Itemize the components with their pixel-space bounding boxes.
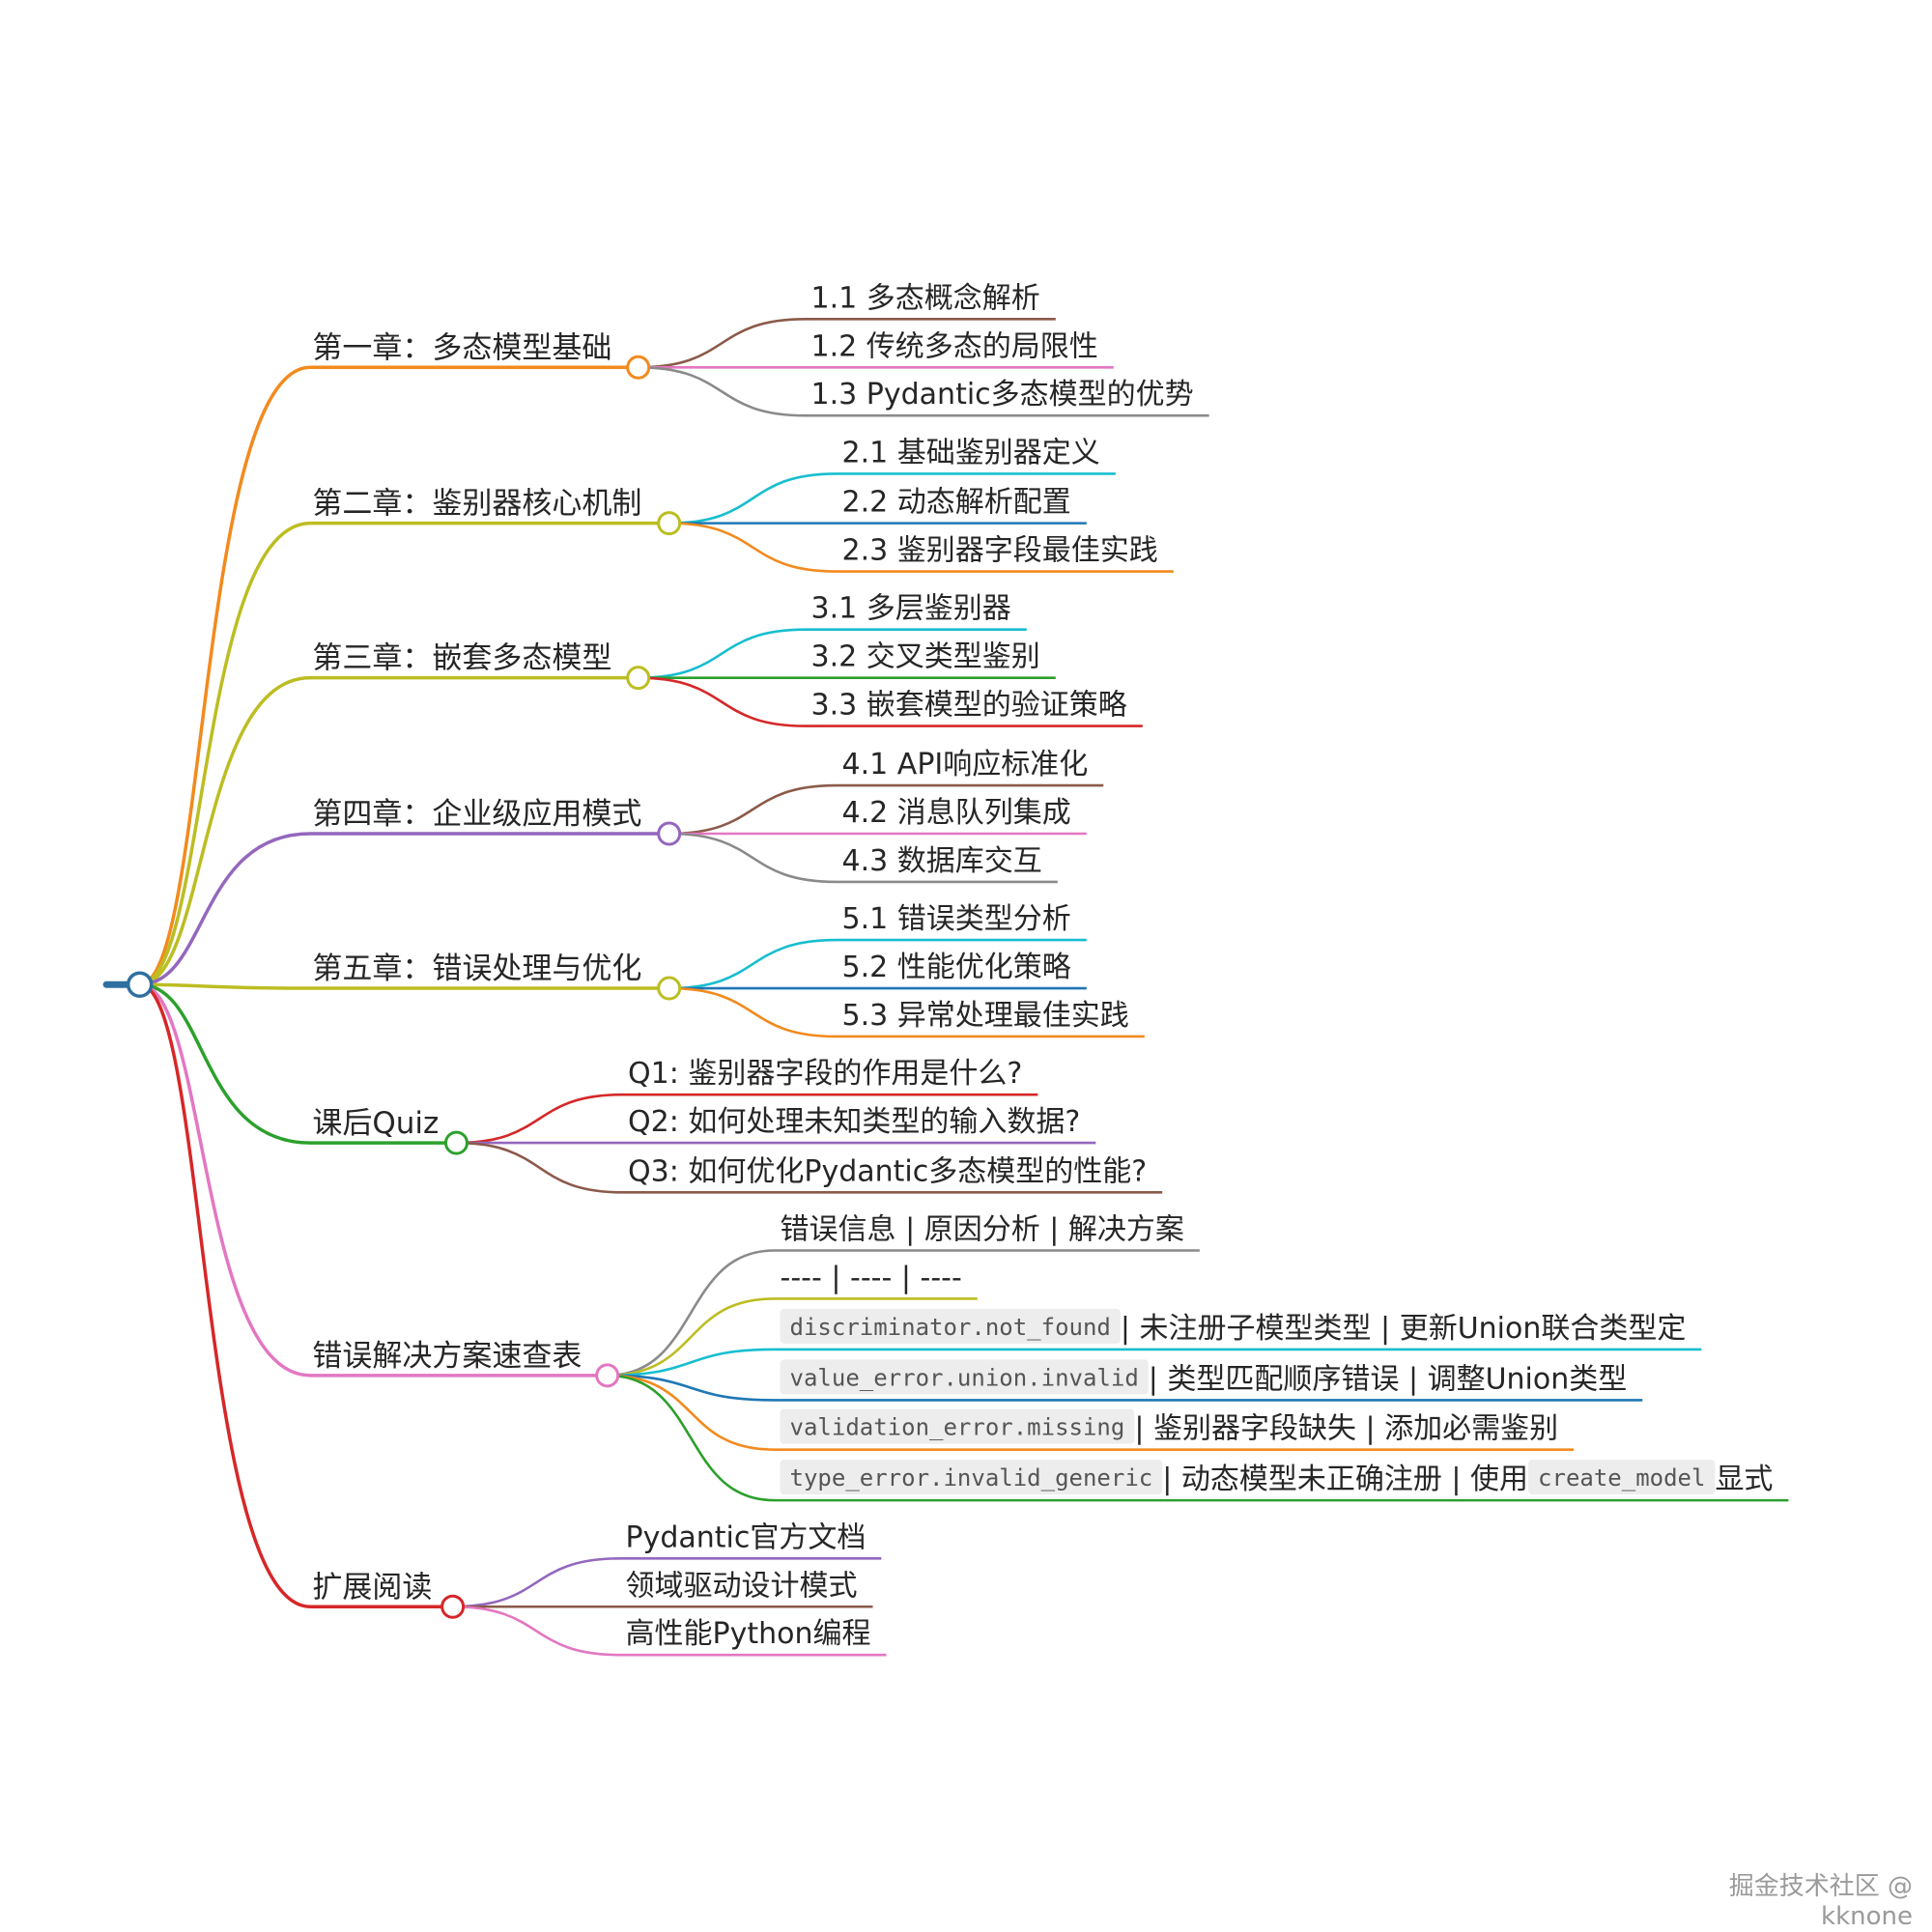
leaf-label: ---- | ---- | ----	[781, 1261, 962, 1294]
leaf-label: | 鉴别器字段缺失 | 添加必需鉴别	[1134, 1412, 1558, 1446]
leaf-connector	[668, 986, 1145, 1038]
leaf-label: Q3: 如何优化Pydantic多态模型的性能?	[628, 1154, 1147, 1188]
leaf-label: 4.1 API响应标准化	[842, 748, 1089, 781]
leaf-connector	[638, 676, 1143, 727]
code-chip	[780, 1408, 1135, 1444]
leaf-connector	[456, 1093, 1038, 1145]
branch-label: 错误解决方案速查表	[312, 1339, 582, 1374]
branch-node	[440, 1594, 466, 1619]
branch-connector	[139, 521, 669, 986]
branch-connector	[139, 982, 669, 990]
branch-node	[626, 666, 651, 691]
leaf-connector	[638, 365, 1209, 417]
leaf-label: 3.3 嵌套模型的验证策略	[811, 689, 1127, 723]
leaf-label: 2.2 动态解析配置	[842, 486, 1071, 520]
leaf-label: 1.2 传统多态的局限性	[811, 329, 1098, 363]
leaf-label: 领域驱动设计模式	[625, 1569, 857, 1603]
leaf-label: 2.3 鉴别器字段最佳实践	[842, 534, 1158, 568]
leaf-label: 5.3 异常处理最佳实践	[842, 999, 1129, 1033]
leaf-label: Q2: 如何处理未知类型的输入数据?	[628, 1105, 1080, 1139]
leaf-label: 3.2 交叉类型鉴别	[811, 640, 1040, 674]
branch-connector	[139, 365, 639, 986]
branch-connector	[139, 982, 453, 1608]
code-chip	[780, 1359, 1149, 1395]
branch-label: 扩展阅读	[312, 1570, 432, 1605]
leaf-connector	[607, 1348, 1702, 1378]
leaf-connector	[668, 783, 1104, 836]
branch-connector	[139, 675, 639, 986]
branch-label: 第三章：嵌套多态模型	[312, 641, 611, 676]
branch-label: 第二章：鉴别器核心机制	[312, 487, 641, 522]
leaf-connector	[638, 318, 1056, 369]
code-text: create_model	[1538, 1464, 1705, 1492]
code-chip	[780, 1460, 1163, 1495]
branch-label: 第五章：错误处理与优化	[312, 952, 641, 986]
leaf-label: 3.1 多层鉴别器	[811, 592, 1011, 626]
leaf-connector	[668, 472, 1116, 525]
leaf-label: 高性能Python编程	[625, 1617, 870, 1651]
node-layer	[126, 355, 682, 1619]
code-text: discriminator.not_found	[790, 1314, 1111, 1341]
leaf-label: | 动态模型未正确注册 | 使用	[1162, 1463, 1528, 1496]
leaf-label: 5.2 性能优化策略	[842, 951, 1071, 984]
branch-node	[657, 976, 682, 1001]
code-text: validation_error.missing	[790, 1414, 1125, 1441]
leaf-label: Pydantic官方文档	[625, 1520, 866, 1554]
root-node	[126, 971, 154, 998]
leaf-label: 1.1 多态概念解析	[811, 281, 1040, 315]
leaf-connector	[607, 1374, 1575, 1451]
branch-node	[626, 355, 651, 380]
label-layer: 第一章：多态模型基础 1.1 多态概念解析 1.2 传统多态的局限性 1.3 Pyda…	[312, 281, 1773, 1651]
leaf-connector	[456, 1141, 1163, 1194]
leaf-connector	[607, 1374, 1643, 1402]
leaf-connector	[607, 1374, 1789, 1502]
leaf-connector	[607, 1297, 978, 1378]
code-chip	[1528, 1460, 1716, 1495]
branch-node	[657, 511, 682, 536]
connector-layer	[102, 318, 1789, 1657]
leaf-label: 4.2 消息队列集成	[842, 796, 1071, 830]
branch-label: 第四章：企业级应用模式	[312, 797, 641, 832]
branch-node	[443, 1130, 469, 1155]
watermark: 掘金技术社区 @ kknone	[1728, 1872, 1913, 1931]
branch-node	[595, 1363, 620, 1388]
branch-label: 第一章：多态模型基础	[312, 330, 611, 365]
leaf-connector	[668, 938, 1087, 990]
leaf-label: 1.3 Pydantic多态模型的优势	[811, 378, 1194, 412]
leaf-label: 4.3 数据库交互	[842, 844, 1042, 878]
code-text: value_error.union.invalid	[790, 1364, 1139, 1391]
branch-label: 课后Quiz	[312, 1106, 439, 1141]
leaf-label: | 类型匹配顺序错误 | 调整Union类型	[1149, 1362, 1628, 1396]
branch-connector	[139, 982, 457, 1145]
branch-connector	[139, 832, 669, 986]
leaf-connector	[638, 628, 1027, 679]
leaf-connector	[452, 1605, 887, 1657]
leaf-label: 错误信息 | 原因分析 | 解决方案	[781, 1212, 1184, 1246]
code-text: type_error.invalid_generic	[790, 1464, 1153, 1492]
branch-connector	[139, 982, 608, 1378]
leaf-connector	[668, 522, 1174, 573]
leaf-connector	[452, 1557, 882, 1608]
leaf-connector	[607, 1249, 1200, 1378]
leaf-label: 2.1 基础鉴别器定义	[842, 436, 1100, 469]
branch-node	[657, 821, 682, 846]
leaf-label: Q1: 鉴别器字段的作用是什么?	[628, 1057, 1022, 1091]
leaf-label: | 未注册子模型类型 | 更新Union联合类型定	[1121, 1312, 1687, 1346]
code-chip	[780, 1308, 1121, 1344]
leaf-connector	[668, 832, 1058, 884]
leaf-label: 5.1 错误类型分析	[842, 902, 1071, 936]
leaf-label: 显式	[1715, 1463, 1773, 1496]
